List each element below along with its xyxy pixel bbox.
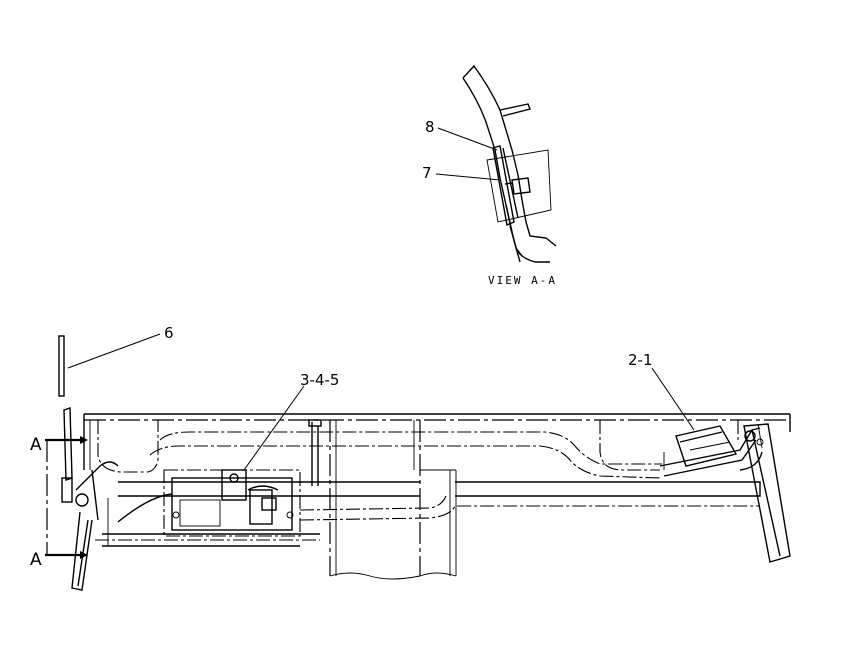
part-2-1 (659, 423, 791, 563)
detail-view-a-a (462, 64, 557, 263)
callout-3-4-5: 3-4-5 (300, 371, 339, 389)
leader-3-4-5 (243, 385, 305, 471)
leader-6 (67, 333, 161, 369)
callout-7: 7 (422, 164, 432, 182)
view-label: VIEW A-A (488, 274, 557, 287)
part-3-4-5 (117, 469, 301, 537)
callout-6: 6 (164, 324, 174, 342)
section-mark-bottom: A (30, 550, 42, 570)
part-6 (58, 335, 65, 397)
section-mark-top: A (30, 435, 42, 455)
main-assembly (83, 413, 791, 580)
callout-2-1: 2-1 (628, 351, 653, 369)
leader-2-1 (651, 367, 695, 431)
callout-8: 8 (425, 118, 435, 136)
leader-lines-detail (435, 127, 501, 181)
section-marker-a (45, 436, 88, 559)
